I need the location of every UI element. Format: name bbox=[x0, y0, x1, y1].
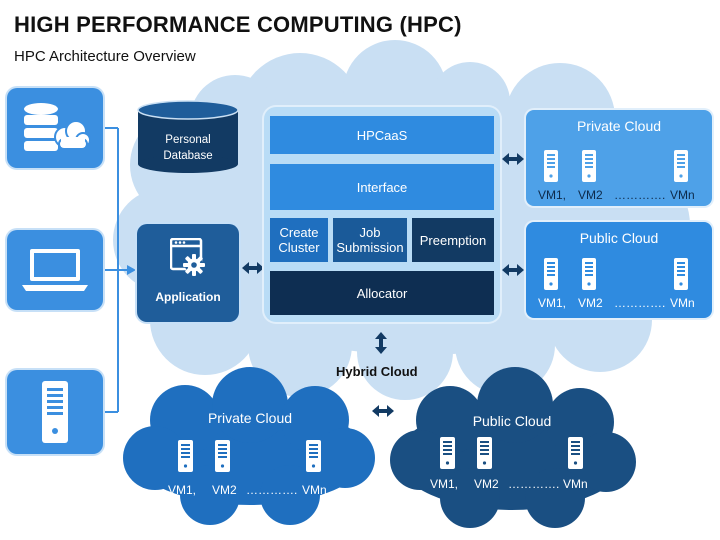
database-label-line2: Database bbox=[163, 150, 213, 162]
bottom-public-vm2: VM2 bbox=[474, 477, 499, 491]
laptop-tile[interactable] bbox=[7, 230, 103, 310]
bottom-public-cloud-title: Public Cloud bbox=[472, 413, 552, 429]
server-icon bbox=[674, 150, 688, 182]
vm-ellipsis: …………. bbox=[614, 296, 666, 310]
database-label-line1: Personal bbox=[165, 134, 211, 146]
allocator-bar[interactable]: Allocator bbox=[270, 271, 494, 315]
application-box[interactable]: Application bbox=[137, 224, 239, 322]
create-cluster-line1: Create bbox=[279, 225, 319, 240]
server-icon bbox=[42, 381, 68, 443]
personal-database-icon bbox=[137, 100, 239, 173]
vm1-label: VM1, bbox=[538, 188, 567, 202]
page-title: HIGH PERFORMANCE COMPUTING (HPC) bbox=[14, 12, 462, 37]
page-subtitle: HPC Architecture Overview bbox=[14, 48, 196, 65]
hpc-public-arrow bbox=[502, 264, 524, 276]
private-cloud-servers bbox=[544, 150, 688, 182]
bottom-public-ellipsis: …………. bbox=[508, 477, 560, 491]
preemption-label: Preemption bbox=[419, 232, 487, 248]
bottom-private-servers bbox=[178, 440, 321, 472]
server-icon bbox=[582, 150, 596, 182]
server-icon bbox=[544, 150, 558, 182]
bottom-public-servers bbox=[440, 437, 583, 469]
hybrid-cloud-label: Hybrid Cloud bbox=[336, 364, 418, 379]
hpc-private-arrow bbox=[502, 153, 524, 165]
vmn-label: VMn bbox=[670, 296, 695, 310]
interface-bar[interactable]: Interface bbox=[270, 164, 494, 210]
bottom-private-vmn: VMn bbox=[302, 483, 327, 497]
public-cloud-servers bbox=[544, 258, 688, 290]
hybrid-vertical-arrow bbox=[375, 332, 387, 354]
server-tile[interactable] bbox=[7, 370, 103, 454]
vm2-label: VM2 bbox=[578, 296, 603, 310]
bottom-private-cloud-shape bbox=[123, 367, 375, 525]
vm-ellipsis: …………. bbox=[614, 188, 666, 202]
hpcaas-bar[interactable]: HPCaaS bbox=[270, 116, 494, 154]
server-icon bbox=[674, 258, 688, 290]
allocator-label: Allocator bbox=[356, 285, 408, 301]
preemption-box[interactable]: Preemption bbox=[412, 218, 494, 262]
database-cloud-icon bbox=[24, 103, 91, 151]
bottom-private-ellipsis: …………. bbox=[246, 483, 298, 497]
bottom-clouds-arrow bbox=[372, 405, 394, 417]
bottom-private-vm2: VM2 bbox=[212, 483, 237, 497]
private-cloud-box[interactable]: Private Cloud VM1, VM2 …………. VMn bbox=[526, 110, 712, 206]
server-icon bbox=[582, 258, 596, 290]
public-cloud-title: Public Cloud bbox=[579, 230, 659, 246]
bottom-public-vm1: VM1, bbox=[430, 477, 459, 491]
job-submission-line1: Job bbox=[359, 225, 381, 240]
laptop-icon bbox=[22, 249, 88, 291]
vm1-label: VM1, bbox=[538, 296, 567, 310]
bottom-private-cloud-title: Private Cloud bbox=[207, 410, 293, 426]
create-cluster-line2: Cluster bbox=[278, 240, 320, 255]
bottom-private-vm1: VM1, bbox=[168, 483, 197, 497]
interface-label: Interface bbox=[356, 179, 408, 195]
app-hpc-arrow bbox=[242, 262, 264, 274]
gear-window-icon bbox=[170, 238, 205, 276]
server-icon bbox=[544, 258, 558, 290]
bottom-public-vmn: VMn bbox=[563, 477, 588, 491]
vmn-label: VMn bbox=[670, 188, 695, 202]
job-submission-box[interactable]: Job Submission bbox=[333, 218, 407, 262]
application-label: Application bbox=[155, 290, 221, 304]
job-submission-line2: Submission bbox=[336, 240, 404, 255]
vm2-label: VM2 bbox=[578, 188, 603, 202]
public-cloud-box[interactable]: Public Cloud VM1, VM2 …………. VMn bbox=[526, 222, 712, 318]
create-cluster-box[interactable]: Create Cluster bbox=[270, 218, 328, 262]
database-cloud-tile[interactable] bbox=[7, 88, 103, 168]
bottom-public-cloud-shape bbox=[390, 367, 636, 528]
hpcaas-label: HPCaaS bbox=[356, 127, 408, 143]
private-cloud-title: Private Cloud bbox=[576, 118, 662, 134]
personal-database-label: Personal Database bbox=[137, 132, 239, 164]
